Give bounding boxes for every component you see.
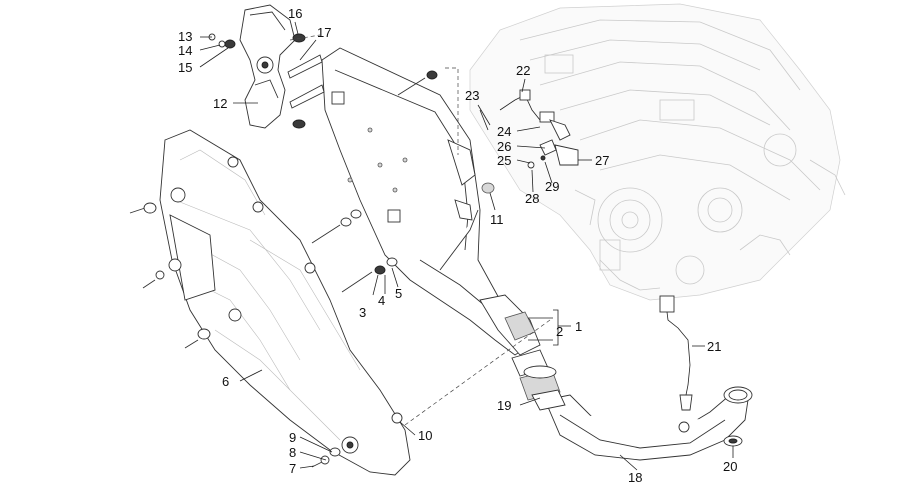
exhaust-pipe xyxy=(544,386,753,461)
callout-11: 11 xyxy=(490,212,504,227)
callout-3: 3 xyxy=(359,305,366,320)
grommet-20 xyxy=(723,435,743,447)
hardware-screws-left xyxy=(129,33,341,468)
heat-shield-cover xyxy=(159,129,411,476)
callout-4: 4 xyxy=(378,293,385,308)
muffler-outlet xyxy=(479,294,541,356)
alignment-lines xyxy=(289,34,551,426)
callout-2: 2 xyxy=(556,324,563,339)
rear-bracket xyxy=(239,4,306,129)
callout-22: 22 xyxy=(516,63,530,78)
callout-17: 17 xyxy=(317,25,331,40)
callout-14: 14 xyxy=(178,43,192,58)
callout-19: 19 xyxy=(497,398,511,413)
callout-18: 18 xyxy=(628,470,642,482)
callout-29: 29 xyxy=(545,179,559,194)
callout-labels: 1 2 3 4 5 6 7 8 9 10 11 12 13 14 15 16 1… xyxy=(178,6,737,482)
callout-5: 5 xyxy=(395,286,402,301)
callout-21: 21 xyxy=(707,339,721,354)
callout-28: 28 xyxy=(525,191,539,206)
engine-block-drawing xyxy=(469,3,846,301)
hardware-bolts-middle xyxy=(227,70,495,424)
callout-24: 24 xyxy=(497,124,511,139)
callout-12: 12 xyxy=(213,96,227,111)
callout-16: 16 xyxy=(288,6,302,21)
callout-26: 26 xyxy=(497,139,511,154)
callout-1: 1 xyxy=(575,319,582,334)
callout-25: 25 xyxy=(497,153,511,168)
callout-9: 9 xyxy=(289,430,296,445)
callout-20: 20 xyxy=(723,459,737,474)
callout-leader-lines xyxy=(199,21,734,471)
callout-8: 8 xyxy=(289,445,296,460)
pipe-gaskets xyxy=(511,349,566,411)
callout-15: 15 xyxy=(178,60,192,75)
callout-27: 27 xyxy=(595,153,609,168)
clamp-band xyxy=(287,54,325,109)
muffler-body xyxy=(321,47,531,356)
callout-7: 7 xyxy=(289,461,296,476)
callout-10: 10 xyxy=(418,428,432,443)
callout-6: 6 xyxy=(222,374,229,389)
lambda-sensor xyxy=(659,295,693,411)
callout-13: 13 xyxy=(178,29,192,44)
sensor-harness xyxy=(479,89,579,169)
callout-23: 23 xyxy=(465,88,479,103)
